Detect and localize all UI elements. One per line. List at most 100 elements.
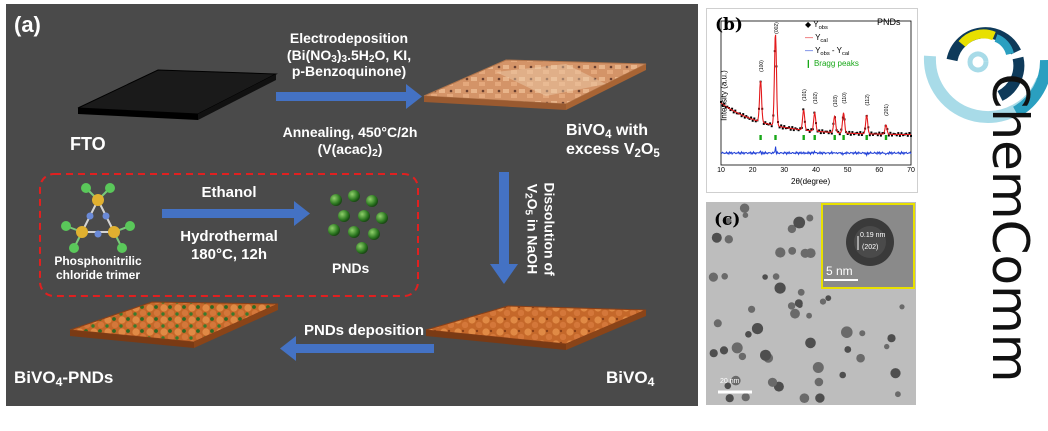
tem-particle	[774, 282, 786, 294]
xrd-obs-point	[739, 112, 741, 115]
xrd-obs-point	[837, 130, 840, 133]
arrow-electrodeposition	[276, 84, 422, 109]
xrd-obs-point	[743, 116, 746, 119]
xrd-x-tick-label: 20	[748, 167, 757, 174]
tem-particle	[724, 235, 733, 244]
xrd-obs-point	[729, 109, 732, 112]
xrd-obs-point	[887, 134, 890, 137]
tem-particle	[805, 337, 816, 349]
bivo4-pnds-label: BiVO4-PNDs	[14, 368, 114, 390]
electrodeposition-line1: Electrodeposition	[289, 30, 409, 46]
xrd-x-tick-label: 70	[907, 167, 915, 174]
xrd-obs-point	[808, 130, 811, 133]
tem-particle	[709, 349, 718, 358]
xrd-plot-frame	[720, 20, 912, 166]
xrd-obs-point	[807, 128, 810, 131]
xrd-obs-point	[797, 129, 800, 132]
tem-particle	[799, 393, 810, 403]
xrd-obs-point	[720, 101, 722, 103]
xrd-peak-label: (100)	[758, 59, 765, 72]
tem-scale-label: 20 nm	[720, 378, 740, 385]
arrow-dissolution	[490, 172, 518, 284]
xrd-obs-point	[868, 134, 871, 137]
pnds-label: PNDs	[332, 260, 370, 276]
panel-b-label: (b)	[715, 15, 743, 35]
tem-particle	[719, 346, 729, 355]
xrd-obs-point	[878, 131, 881, 134]
tem-particle	[725, 394, 734, 403]
xrd-bragg-tick	[842, 135, 845, 140]
xrd-peak-label: (101)	[801, 88, 808, 101]
tem-particle	[794, 299, 803, 308]
xrd-obs-point	[856, 131, 859, 134]
xrd-tag: PNDs	[877, 17, 901, 27]
xrd-obs-point	[829, 129, 832, 132]
tem-image-panel: (c) 0.19 nm (202) 5 nm 20 nm	[706, 202, 916, 405]
tem-particle	[772, 273, 780, 280]
xrd-obs-point	[879, 134, 882, 137]
xrd-obs-point	[735, 112, 738, 115]
xrd-obs-point	[788, 126, 791, 129]
xrd-obs-point	[905, 132, 908, 135]
bivo4-label: BiVO4	[606, 368, 655, 390]
tem-inset	[821, 203, 915, 289]
tem-particle	[814, 377, 824, 387]
xrd-obs-point	[822, 131, 825, 134]
tem-particle	[841, 326, 853, 338]
tem-particle	[745, 331, 752, 338]
tem-particle	[806, 312, 812, 319]
xrd-obs-point	[821, 129, 824, 132]
xrd-obs-point	[898, 134, 901, 137]
electrodeposition-label: Electrodeposition (Bi(NO3)3.5H2O, KI, p-…	[274, 30, 424, 80]
arrow-pnd-deposition	[280, 336, 434, 361]
tem-particle	[767, 377, 778, 387]
xrd-x-tick-label: 60	[875, 167, 884, 174]
xrd-obs-point	[906, 134, 909, 137]
xrd-cal-line	[720, 34, 911, 136]
xrd-bragg-tick	[774, 135, 777, 140]
electrodeposition-line2: (Bi(NO3)3.5H2O, KI,	[286, 46, 412, 66]
tem-particle	[812, 362, 824, 373]
fto-label: FTO	[70, 134, 106, 154]
xrd-bragg-tick	[865, 135, 868, 140]
tem-particle	[731, 375, 741, 386]
annealing-line1: Annealing, 450°C/2h	[282, 124, 418, 140]
tem-particle	[815, 393, 825, 403]
xrd-obs-point	[724, 106, 727, 109]
xrd-obs-point	[889, 131, 892, 134]
tem-particle	[806, 214, 814, 222]
xrd-obs-point	[742, 113, 745, 116]
xrd-obs-point	[859, 131, 862, 134]
tem-particle	[738, 352, 747, 361]
xrd-obs-point	[770, 125, 773, 128]
bivo4-slab	[425, 305, 647, 350]
tem-particle	[713, 319, 722, 328]
pnd-spheres	[328, 190, 388, 254]
legend-cal: ― Ycal	[805, 33, 828, 44]
tem-particle	[887, 334, 896, 343]
tem-particle	[721, 273, 728, 280]
xrd-obs-point	[819, 132, 822, 135]
precursor-label: Phosphonitrilic chloride trimer	[54, 254, 142, 283]
tem-particle	[724, 382, 732, 390]
xrd-obs-point	[745, 115, 748, 118]
xrd-obs-point	[851, 131, 854, 134]
tem-particle	[793, 216, 806, 229]
annealing-label: Annealing, 450°C/2h (V(acac)2)	[270, 124, 430, 160]
tem-particle	[859, 330, 866, 337]
scheme-panel: (a) FTO Electrodeposition (Bi(NO3)3.5H2O…	[6, 4, 698, 406]
tem-particle	[890, 368, 901, 379]
xrd-obs-point	[902, 134, 905, 137]
tem-particle	[787, 302, 796, 310]
legend-obs: ◆ Yobs	[805, 20, 828, 31]
xrd-bragg-tick	[813, 135, 816, 140]
inset-plane: (202)	[862, 244, 879, 251]
annealing-line2: (V(acac)2)	[317, 140, 383, 160]
xrd-obs-point	[810, 128, 813, 131]
electrodeposition-line3: p-Benzoquinone)	[291, 63, 407, 80]
tem-particle	[800, 248, 810, 258]
xrd-obs-point	[781, 127, 784, 130]
tem-particle	[844, 346, 852, 353]
xrd-obs-point	[897, 132, 900, 135]
xrd-peak-label: (102)	[812, 91, 819, 104]
